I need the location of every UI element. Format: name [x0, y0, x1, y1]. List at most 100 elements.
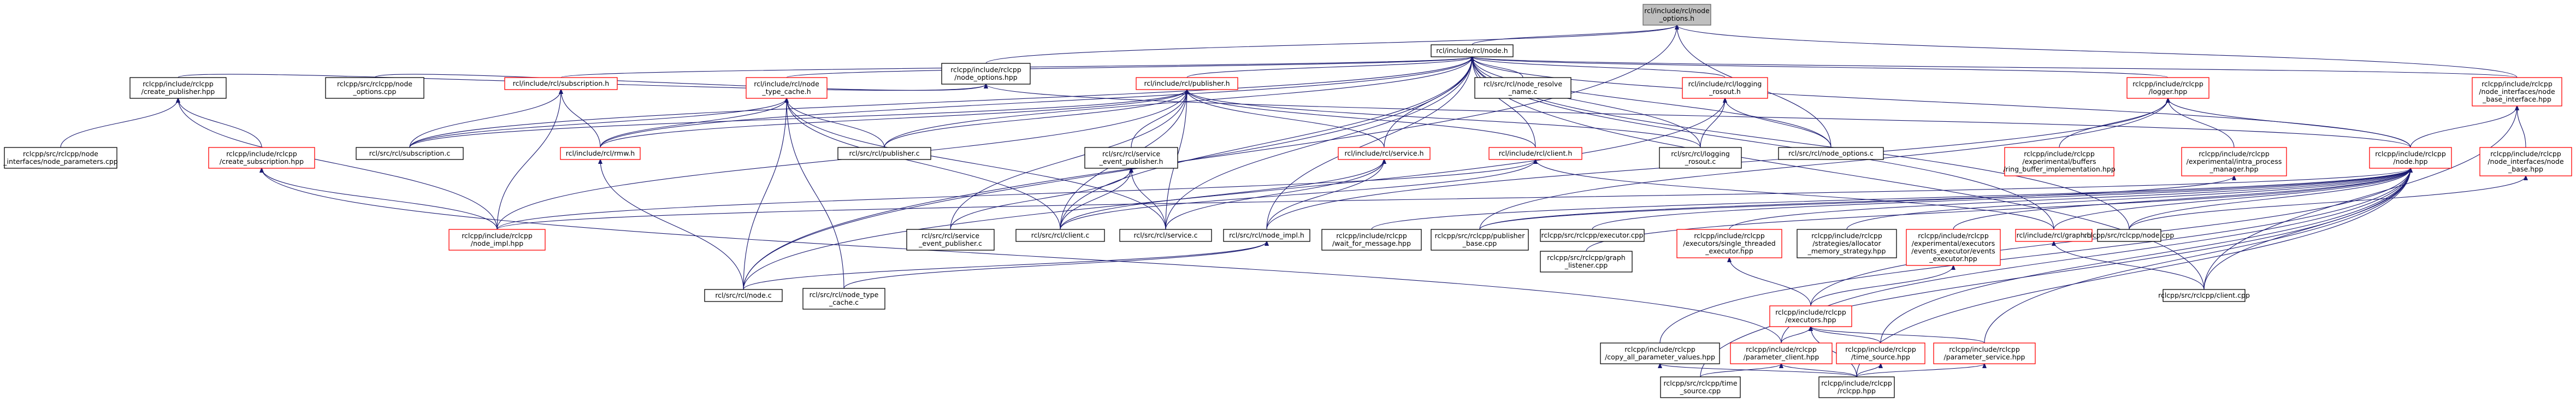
node-box [1660, 376, 1741, 398]
edge-node_h-to-service_h [1384, 56, 1474, 148]
node-rclcpp-node-options-hpp[interactable]: rclcpp/include/rclcpp/node_options.hpp [941, 63, 1031, 85]
node-box [1321, 229, 1422, 251]
node-graph-listener-cpp[interactable]: rclcpp/src/rclcpp/graph_listener.cpp [1540, 251, 1633, 273]
node-rclcpp-hpp[interactable]: rclcpp/include/rclcpp/rclcpp.hpp [1818, 376, 1895, 398]
node-client-cpp[interactable]: rclcpp/src/rclcpp/client.cpp [2158, 289, 2250, 302]
edge-node_h-to-service_c [1165, 56, 1474, 230]
node-label-line: rclcpp/include/rclcpp [462, 232, 533, 240]
edge-service_h-to-client_c [1060, 158, 1386, 230]
node-parameter-service-hpp[interactable]: rclcpp/include/rclcpp/parameter_service.… [1933, 342, 2036, 364]
node-box [802, 288, 885, 310]
node-client-h[interactable]: rcl/include/rcl/client.h [1488, 147, 1582, 160]
node-label-line: rclcpp/src/rclcpp/publisher [1435, 232, 1526, 240]
edge-node_h-to-client_h [1470, 56, 1536, 148]
node-label-line: /create_subscription.hpp [220, 157, 304, 165]
node-label-line: rcl/include/rcl/node [754, 80, 819, 88]
node-box [1084, 147, 1178, 169]
node-label-line: rclcpp/include/rclcpp [1775, 308, 1846, 316]
edge-logging_rosout_h-to-node_options_c [1723, 97, 1831, 148]
node-publisher-base-cpp[interactable]: rclcpp/src/rclcpp/publisher_base.cpp [1431, 229, 1529, 251]
node-events-executor-hpp[interactable]: rclcpp/include/rclcpp/experimental/execu… [1906, 229, 2001, 266]
node-node-base-interface-hpp[interactable]: rclcpp/include/rclcpp/node_interfaces/no… [2472, 77, 2562, 107]
node-client-c[interactable]: rcl/src/rcl/client.c [1015, 229, 1105, 242]
edge-node_type_cache_h-to-node_type_cache_c [784, 97, 844, 289]
node-label-line: rcl/include/rcl/node [1644, 7, 1710, 15]
edge-node_h-to-logging_rosout_h [1470, 56, 1726, 78]
node-create-publisher-hpp[interactable]: rclcpp/include/rclcpp/create_publisher.h… [129, 77, 227, 99]
node-node-h[interactable]: rcl/include/rcl/node.h [1431, 44, 1514, 57]
node-publisher-c[interactable]: rcl/src/rcl/publisher.c [837, 147, 931, 160]
node-service-event-publisher-h[interactable]: rcl/src/rcl/service_event_publisher.h [1084, 147, 1178, 169]
node-copy-all-parameter-values-hpp[interactable]: rclcpp/include/rclcpp/copy_all_parameter… [1600, 342, 1720, 364]
node-box [208, 147, 315, 169]
edges [60, 24, 2528, 377]
node-time-source-hpp[interactable]: rclcpp/include/rclcpp/time_source.hpp [1836, 342, 1925, 364]
node-single-threaded-executor-hpp[interactable]: rclcpp/include/rclcpp/executors/single_t… [1676, 229, 1782, 258]
edge-node_h-to-client_c [1060, 56, 1474, 230]
node-box [1600, 342, 1720, 364]
node-publisher-h[interactable]: rcl/include/rcl/publisher.h [1136, 77, 1238, 90]
node-wait-for-message-hpp[interactable]: rclcpp/include/rclcpp/wait_for_message.h… [1321, 229, 1422, 251]
node-node-impl-hpp[interactable]: rclcpp/include/rclcpp/node_impl.hpp [448, 229, 546, 251]
node-executor-cpp[interactable]: rclcpp/src/rclcpp/executor.cpp [1540, 229, 1645, 242]
node-label-line: /time_source.hpp [1851, 353, 1910, 361]
node-node-resolve-name-c[interactable]: rcl/src/rcl/node_resolve_name.c [1474, 77, 1571, 99]
node-create-subscription-hpp[interactable]: rclcpp/include/rclcpp/create_subscriptio… [208, 147, 315, 169]
edge-node_base_interface_hpp-to-node_base_hpp [2515, 105, 2526, 148]
node-node-interfaces-node-parameters-cpp[interactable]: rclcpp/src/rclcpp/node_interfaces/node_p… [3, 147, 118, 169]
node-time-source-cpp[interactable]: rclcpp/src/rclcpp/time_source.cpp [1660, 376, 1741, 398]
node-box [2004, 147, 2114, 176]
node-node-type-cache-h[interactable]: rcl/include/rcl/node_type_cache.h [746, 77, 828, 99]
node-service-h[interactable]: rcl/include/rcl/service.h [1338, 147, 1431, 160]
edge-node_hpp-to-executor_cpp [1592, 167, 2413, 230]
node-label-line: _source.cpp [1680, 387, 1721, 395]
node-box [1540, 251, 1633, 273]
node-subscription-c[interactable]: rcl/src/rcl/subscription.c [356, 147, 464, 160]
edge-service_h-to-service_c [1165, 158, 1386, 230]
edge-service_event_publisher_h-to-client_c [1060, 167, 1133, 230]
node-node-c[interactable]: rcl/src/rcl/node.c [704, 289, 783, 302]
node-intra-process-manager-hpp[interactable]: rclcpp/include/rclcpp/experimental/intra… [2181, 147, 2287, 176]
node-rmw-h[interactable]: rcl/include/rcl/rmw.h [560, 147, 641, 160]
node-box [1119, 229, 1212, 242]
node-ring-buffer-hpp[interactable]: rclcpp/include/rclcpp/experimental/buffe… [2003, 147, 2116, 176]
node-root[interactable]: rcl/include/rcl/node_options.h [1643, 4, 1711, 26]
node-logging-rosout-c[interactable]: rcl/src/rcl/logging_rosout.c [1659, 147, 1742, 169]
node-parameter-client-hpp[interactable]: rclcpp/include/rclcpp/parameter_client.h… [1730, 342, 1833, 364]
node-allocator-memory-strategy-hpp[interactable]: rclcpp/include/rclcpp/strategies/allocat… [1797, 229, 1897, 258]
node-label-line: rclcpp/src/rclcpp/time [1663, 379, 1737, 387]
node-service-c[interactable]: rcl/src/rcl/service.c [1119, 229, 1212, 242]
node-logger-hpp[interactable]: rclcpp/include/rclcpp/logger.hpp [2126, 77, 2209, 99]
node-label-line: /strategies/allocator [1812, 239, 1881, 247]
edge-logger_hpp-to-node_hpp [2166, 97, 2411, 148]
node-node-hpp[interactable]: rclcpp/include/rclcpp/node.hpp [2369, 147, 2452, 169]
node-node-type-cache-c[interactable]: rcl/src/rcl/node_type_cache.c [802, 288, 885, 310]
node-label-line: _executor.hpp [1929, 255, 1977, 263]
node-node-options-c[interactable]: rcl/src/rcl/node_options.c [1778, 147, 1884, 160]
node-label-line: rclcpp/src/rclcpp/node.cpp [2084, 231, 2175, 239]
node-label-line: _name.c [1508, 87, 1538, 96]
edge-node_base_interface_hpp-to-node_hpp [2410, 105, 2519, 148]
edge-node_hpp-to-parameter_service_hpp [1984, 167, 2413, 344]
node-box [1540, 229, 1645, 242]
node-graph-h[interactable]: rcl/include/rcl/graph.h [2015, 229, 2093, 242]
edge-node_hpp-to-graph_h [2053, 167, 2413, 230]
edge-node_h-to-publisher_h [1186, 56, 1474, 78]
node-node-base-hpp[interactable]: rclcpp/include/rclcpp/node_interfaces/no… [2479, 147, 2572, 176]
node-label-line: /rclcpp.hpp [1838, 387, 1876, 395]
node-label-line: rclcpp/include/rclcpp [226, 150, 297, 158]
node-node-impl-h[interactable]: rcl/src/rcl/node_impl.h [1223, 229, 1310, 242]
node-node-options-cpp[interactable]: rclcpp/src/rclcpp/node_options.cpp [325, 77, 424, 99]
node-subscription-h[interactable]: rcl/include/rcl/subscription.h [504, 77, 618, 90]
node-logging-rosout-h[interactable]: rcl/include/rcl/logging_rosout.h [1682, 77, 1768, 99]
edge-rmw_h-to-node_c [598, 158, 744, 290]
node-node-cpp[interactable]: rclcpp/src/rclcpp/node.cpp [2084, 229, 2175, 242]
node-label-line: /events_executor/events [1911, 247, 1995, 255]
node-executors-hpp[interactable]: rclcpp/include/rclcpp/executors.hpp [1769, 305, 1852, 327]
edge-copy_all_parameter_values_hpp-to-rclcpp_hpp [1658, 363, 1857, 377]
edge-service_h-to-node_impl_h [1266, 158, 1386, 230]
edge-node_hpp-to-time_source_cpp [1700, 167, 2413, 377]
node-label-line: rclcpp/include/rclcpp [1811, 232, 1882, 240]
node-service-event-publisher-c[interactable]: rcl/src/rcl/service_event_publisher.c [906, 229, 995, 251]
node-label-line: rclcpp/include/rclcpp [2482, 80, 2553, 88]
